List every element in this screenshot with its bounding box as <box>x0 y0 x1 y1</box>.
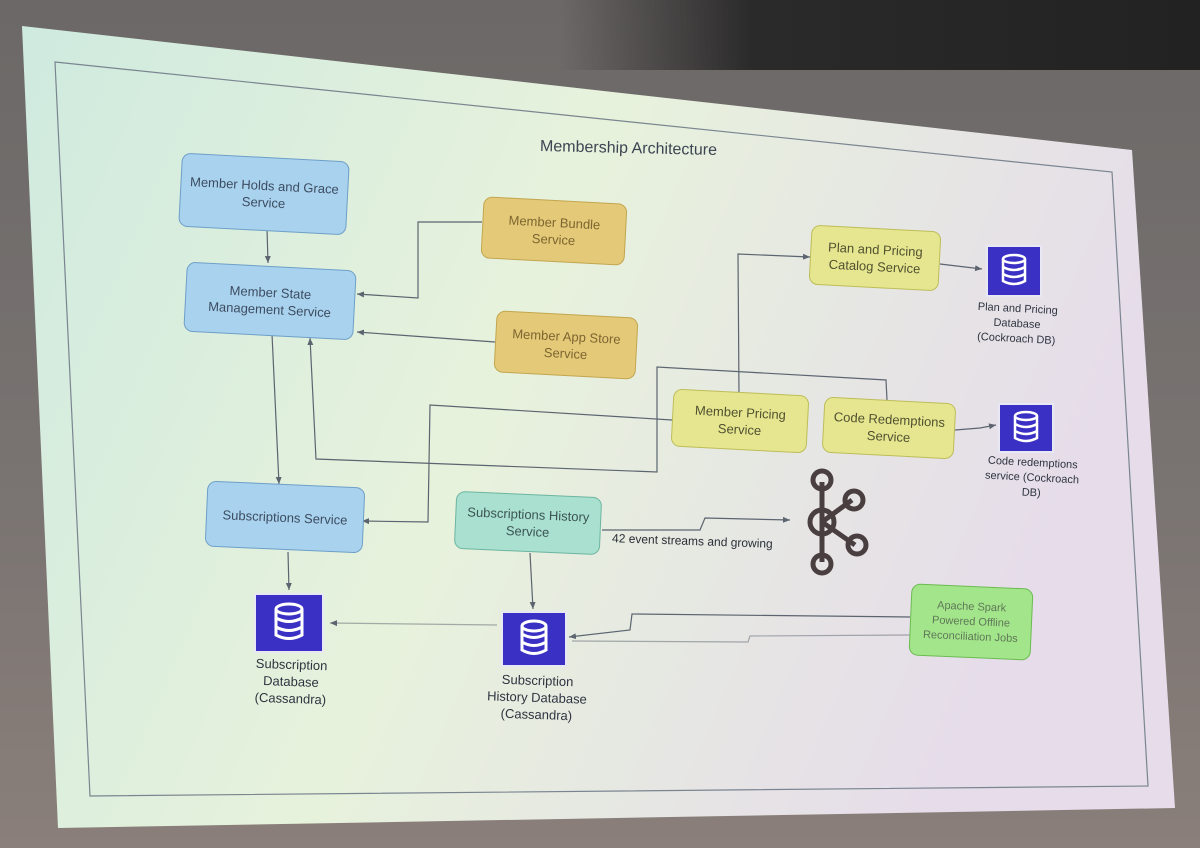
code-to-state <box>307 337 888 473</box>
pricing-to-plan <box>737 253 811 396</box>
bundle-to-state <box>356 221 482 299</box>
projector-top-shadow <box>560 0 1200 70</box>
member-bundle-service[interactable]: Member Bundle Service <box>480 196 628 266</box>
histdb-to-subdb <box>329 620 498 627</box>
connectors <box>264 221 997 643</box>
spark-to-histdb <box>568 613 911 640</box>
plan-pricing-catalog-service[interactable]: Plan and Pricing Catalog Service <box>808 224 942 292</box>
member-pricing-service[interactable]: Member Pricing Service <box>670 388 810 454</box>
subscription-database-label: Subscription Database (Cassandra) <box>254 655 328 708</box>
member-state-management-service[interactable]: Member State Management Service <box>183 261 357 341</box>
kafka-icon <box>807 468 869 576</box>
holds-to-state <box>264 227 271 264</box>
subscription-history-database-label: Subscription History Database (Cassandra… <box>486 671 588 724</box>
database-icon <box>254 593 324 653</box>
member-app-store-service[interactable]: Member App Store Service <box>493 310 639 380</box>
database-icon <box>986 245 1042 297</box>
apache-spark-reconciliation-jobs[interactable]: Apache Spark Powered Offline Reconciliat… <box>908 583 1034 661</box>
database-icon <box>998 403 1054 453</box>
code-redemptions-service[interactable]: Code Redemptions Service <box>821 396 957 460</box>
subscriptions-to-subdb <box>285 551 292 591</box>
plan-pricing-database-label: Plan and Pricing Database (Cockroach DB) <box>976 300 1059 348</box>
member-holds-grace-service[interactable]: Member Holds and Grace Service <box>178 152 350 236</box>
state-to-subscriptions <box>271 333 282 485</box>
code-redemptions-database-label: Code redemptions service (Cockroach DB) <box>984 454 1080 500</box>
database-icon <box>501 611 567 667</box>
screen-border <box>54 61 1149 797</box>
spark-to-histdb-2 <box>571 634 911 643</box>
subscriptions-service[interactable]: Subscriptions Service <box>204 480 366 554</box>
code-to-codedb <box>954 423 997 431</box>
appstore-to-state <box>356 329 496 343</box>
plan-to-plandb <box>939 263 983 272</box>
subscriptions-history-service[interactable]: Subscriptions History Service <box>453 490 603 556</box>
history-to-kafka <box>602 516 791 531</box>
history-to-histdb <box>529 552 536 610</box>
